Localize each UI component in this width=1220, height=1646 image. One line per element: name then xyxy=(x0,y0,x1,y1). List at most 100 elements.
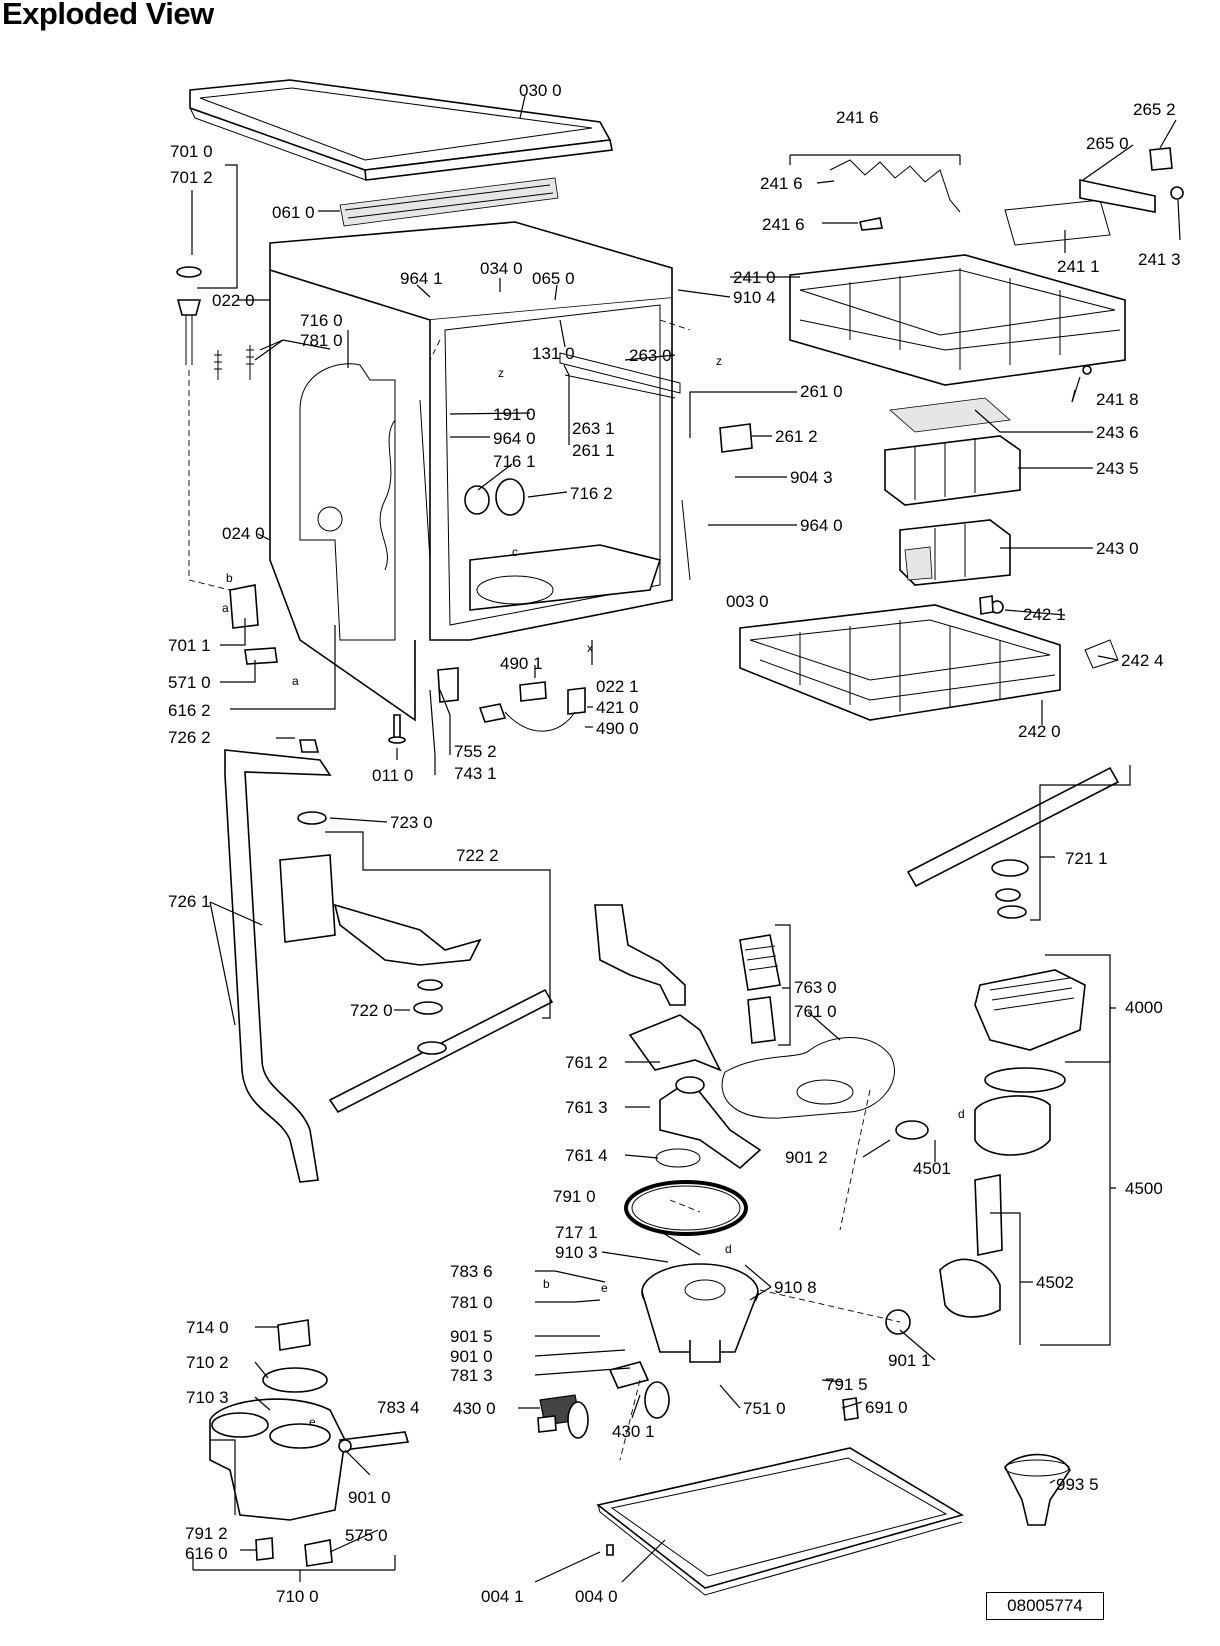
top-cover-drawing xyxy=(189,79,613,181)
part-label: 263 1 xyxy=(572,419,615,438)
part-label: 065 0 xyxy=(532,269,575,288)
part-label: 265 2 xyxy=(1133,100,1176,119)
circulation-pump-drawing xyxy=(537,1381,859,1439)
part-label: 4000 xyxy=(1125,998,1163,1017)
upper-rack-drawing xyxy=(789,147,1184,386)
part-label: 241 6 xyxy=(760,174,803,193)
part-label: 4500 xyxy=(1125,1179,1163,1198)
lower-spray-arm-drawing xyxy=(279,811,554,1114)
part-label: 490 1 xyxy=(500,654,543,673)
filter-drawing xyxy=(721,934,895,1119)
upper-spray-arm-drawing xyxy=(906,766,1120,919)
part-label: 710 0 xyxy=(276,1587,319,1606)
part-label: 781 3 xyxy=(450,1366,493,1385)
part-label: 721 1 xyxy=(1065,849,1108,868)
part-label: 4501 xyxy=(913,1159,951,1178)
part-label: 571 0 xyxy=(168,673,211,692)
part-label: 714 0 xyxy=(186,1318,229,1337)
part-label: 791 0 xyxy=(553,1187,596,1206)
part-label: 726 1 xyxy=(168,892,211,911)
part-label: 716 2 xyxy=(570,484,613,503)
part-labels: 030 0 701 0 701 2 061 0 022 0 034 0 065 … xyxy=(168,81,1181,1606)
part-label: 761 3 xyxy=(565,1098,608,1117)
part-label: 781 0 xyxy=(450,1293,493,1312)
part-label: 964 1 xyxy=(400,269,443,288)
part-label: 263 0 xyxy=(629,346,672,365)
part-label: 242 1 xyxy=(1023,605,1066,624)
marker-label: d xyxy=(725,1242,732,1256)
part-label: 243 5 xyxy=(1096,459,1139,478)
drawing-reference-number: 08005774 xyxy=(986,1592,1104,1620)
part-label: 901 0 xyxy=(450,1347,493,1366)
part-label: 430 0 xyxy=(453,1399,496,1418)
marker-label: a xyxy=(222,601,229,615)
cutlery-basket-drawing xyxy=(884,397,1021,586)
tub-frame-drawing xyxy=(269,221,691,722)
part-label: 901 0 xyxy=(348,1488,391,1507)
part-label: 791 2 xyxy=(185,1524,228,1543)
insulation-strip-drawing xyxy=(339,177,559,227)
part-label: 024 0 xyxy=(222,524,265,543)
part-label: 904 3 xyxy=(790,468,833,487)
part-label: 421 0 xyxy=(596,698,639,717)
part-label: 241 6 xyxy=(836,108,879,127)
part-label: 241 3 xyxy=(1138,250,1181,269)
marker-label: a xyxy=(292,674,299,688)
water-softener-drawing xyxy=(209,1319,410,1567)
part-label: 011 0 xyxy=(372,766,413,785)
funnel-drawing xyxy=(1004,1453,1071,1526)
drawings xyxy=(176,79,1184,1596)
sump-filter-housing-drawing xyxy=(628,1014,762,1170)
marker-label: b xyxy=(543,1277,550,1291)
part-label: 722 2 xyxy=(456,846,499,865)
part-label: 261 1 xyxy=(572,441,615,460)
part-label: 242 4 xyxy=(1121,651,1164,670)
connector-lines xyxy=(619,1089,901,1461)
part-label: 755 2 xyxy=(454,742,497,761)
part-label: 616 0 xyxy=(185,1544,228,1563)
part-label: 003 0 xyxy=(726,592,769,611)
part-label: 575 0 xyxy=(345,1526,388,1545)
base-plate-drawing xyxy=(596,1447,964,1596)
inlet-hose-drawing xyxy=(176,266,278,665)
part-label: 022 1 xyxy=(596,677,639,696)
part-label: 261 0 xyxy=(800,382,843,401)
part-label: 716 1 xyxy=(493,452,536,471)
part-label: 964 0 xyxy=(800,516,843,535)
part-label: 751 0 xyxy=(743,1399,786,1418)
part-label: 761 2 xyxy=(565,1053,608,1072)
part-label: 710 3 xyxy=(186,1388,229,1407)
marker-label: b xyxy=(226,571,233,585)
part-label: 061 0 xyxy=(272,203,315,222)
part-label: 261 2 xyxy=(775,427,818,446)
part-label: 241 0 xyxy=(733,268,776,287)
part-label: 243 6 xyxy=(1096,423,1139,442)
part-label: 701 1 xyxy=(168,636,211,655)
sump-drawing xyxy=(608,1263,759,1389)
marker-label: z xyxy=(498,366,504,380)
part-label: 993 5 xyxy=(1056,1475,1099,1494)
sump-ring-drawing xyxy=(624,1180,748,1236)
part-label: 242 0 xyxy=(1018,722,1061,741)
marker-label: e xyxy=(601,1281,608,1295)
part-label: 265 0 xyxy=(1086,134,1129,153)
part-label: 726 2 xyxy=(168,728,211,747)
leader-lines xyxy=(191,95,1181,1583)
part-label: 763 0 xyxy=(794,978,837,997)
part-label: 490 0 xyxy=(596,719,639,738)
marker-label: x xyxy=(587,641,593,655)
part-label: 022 0 xyxy=(212,291,255,310)
small-parts-drawing xyxy=(388,423,994,744)
part-label: 910 4 xyxy=(733,288,776,307)
part-label: 781 0 xyxy=(300,331,343,350)
drain-channel-drawing xyxy=(594,904,686,1006)
marker-label: d xyxy=(958,1107,965,1121)
part-label: 783 6 xyxy=(450,1262,493,1281)
part-label: 034 0 xyxy=(480,259,523,278)
part-label: 701 2 xyxy=(170,168,213,187)
part-label: 030 0 xyxy=(519,81,562,100)
part-label: 964 0 xyxy=(493,429,536,448)
part-label: 241 8 xyxy=(1096,390,1139,409)
part-label: 901 2 xyxy=(785,1148,828,1167)
